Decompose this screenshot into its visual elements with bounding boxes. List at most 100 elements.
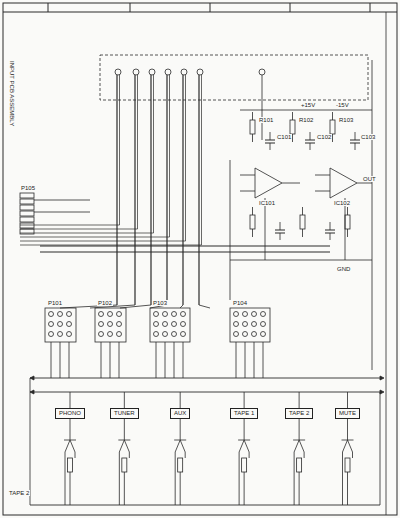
wire [51, 342, 52, 378]
wire [75, 452, 76, 458]
wire [310, 143, 311, 150]
connector-pin [252, 332, 257, 337]
opamp-symbol [255, 168, 282, 198]
switch-box: TUNER [110, 408, 139, 419]
wire [245, 342, 246, 378]
connector-pin [99, 312, 104, 317]
terminal [181, 69, 187, 75]
switch-box: TAPE 1 [230, 408, 258, 419]
wire [20, 225, 120, 226]
ruler-tick [290, 3, 291, 12]
connector-pin [67, 312, 72, 317]
connector-block [150, 308, 190, 342]
connector-pin [261, 332, 266, 337]
pin-header-pin [20, 205, 34, 210]
wire [265, 198, 266, 260]
connector-pin [261, 322, 266, 327]
box-label: TUNER [114, 410, 135, 417]
wire [185, 75, 186, 241]
connector-pin [108, 312, 113, 317]
wire [124, 392, 125, 408]
connector-block [230, 308, 270, 342]
wire [292, 112, 293, 120]
connector-pin [67, 322, 72, 327]
wire [270, 132, 271, 140]
wire [304, 452, 305, 458]
terminal [165, 69, 171, 75]
terminal [115, 69, 121, 75]
wire [330, 233, 331, 240]
wire [201, 75, 202, 245]
resistor-symbol [330, 120, 335, 134]
wire [347, 472, 348, 505]
connector-pin [49, 322, 54, 327]
wire [124, 472, 125, 505]
wire [299, 392, 300, 408]
wire [230, 160, 231, 300]
wire [183, 342, 184, 378]
wire [342, 452, 343, 505]
wire [239, 452, 240, 505]
shielded-wire [150, 75, 151, 305]
wire [70, 392, 71, 408]
wire [315, 191, 330, 192]
connector-pin [49, 312, 54, 317]
connector-pin [243, 312, 248, 317]
sheet-frame [3, 3, 397, 515]
connector-pin [181, 332, 186, 337]
wire [60, 342, 61, 378]
wire [175, 452, 176, 505]
wire [124, 419, 125, 440]
wire [315, 175, 330, 176]
wire [156, 342, 157, 378]
wire [70, 419, 71, 440]
part-label: TAPE 2 [8, 490, 30, 496]
wire [20, 241, 186, 242]
wire [110, 342, 111, 378]
wire [169, 75, 170, 237]
wire [347, 392, 348, 408]
connector-pin [243, 332, 248, 337]
part-label: C103 [360, 134, 376, 140]
resistor-symbol [297, 458, 302, 472]
arrowhead [30, 376, 34, 380]
wire [165, 342, 166, 378]
wire [236, 342, 237, 378]
wire [282, 183, 300, 184]
connector-pin [172, 322, 177, 327]
transistor-symbol [174, 440, 186, 452]
wire [137, 75, 138, 229]
part-label: -15V [335, 102, 350, 108]
wire [355, 143, 356, 150]
part-label: C102 [316, 134, 332, 140]
connector-pin [181, 312, 186, 317]
bus-wire [40, 251, 330, 252]
wire [20, 229, 138, 230]
part-label: P104 [232, 300, 248, 306]
switch-box: TAPE 2 [285, 408, 313, 419]
wire [270, 143, 271, 150]
wire [70, 472, 71, 505]
connector-pin [99, 322, 104, 327]
part-label: C101 [276, 134, 292, 140]
connector-pin [163, 332, 168, 337]
connector-pin [117, 322, 122, 327]
wire [119, 452, 120, 505]
wire [119, 75, 120, 225]
part-label: P102 [97, 300, 113, 306]
signal-line [30, 392, 380, 393]
wire [174, 342, 175, 378]
wire [65, 452, 66, 505]
wire [34, 212, 90, 213]
wire [180, 419, 181, 440]
wire [347, 229, 348, 237]
connector-pin [234, 332, 239, 337]
resistor-symbol [300, 215, 305, 229]
wire [310, 132, 311, 140]
wire [119, 342, 120, 378]
connector-pin [58, 322, 63, 327]
wire [302, 207, 303, 215]
wire [355, 132, 356, 140]
shielded-wire [116, 75, 117, 305]
wire [330, 222, 331, 230]
